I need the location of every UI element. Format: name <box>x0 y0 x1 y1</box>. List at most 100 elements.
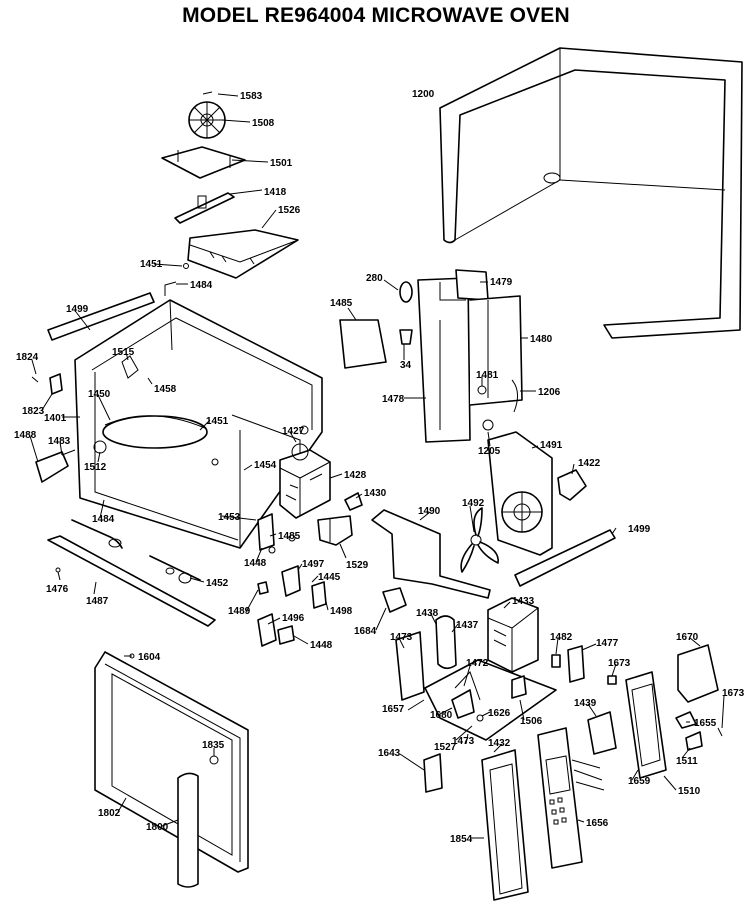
label-34: 34 <box>400 360 412 371</box>
bottom-strips <box>47 519 216 627</box>
label-1835: 1604 <box>138 652 161 663</box>
base-plate <box>371 509 491 599</box>
label-1477: 1477 <box>596 638 619 649</box>
label-1433: 1433 <box>512 596 535 607</box>
label-1448-mid: 1448 <box>244 558 267 569</box>
label-1512: 1512 <box>84 462 107 473</box>
label-1200: 1200 <box>412 89 435 100</box>
label-1481: 1481 <box>476 370 499 381</box>
label-1472: 1473 <box>390 632 413 643</box>
label-1506: 1626 <box>488 708 511 719</box>
fan-bracket <box>487 431 587 556</box>
small-part-1527 <box>423 753 443 793</box>
label-1422: 1422 <box>578 458 601 469</box>
control-frame <box>587 671 723 779</box>
label-1824: 1824 <box>16 352 39 363</box>
label-1484-top: 1484 <box>190 280 213 291</box>
label-1479: 1479 <box>490 277 513 288</box>
label-1673-right: 1655 <box>694 718 717 729</box>
label-1480: 1480 <box>530 334 553 345</box>
fan-blade <box>460 507 499 573</box>
label-1496: 1496 <box>282 613 305 624</box>
stirrer-cover <box>161 146 246 179</box>
outer-cabinet <box>439 47 743 339</box>
label-1498: 1498 <box>330 606 353 617</box>
label-1453: 1453 <box>218 512 241 523</box>
capacitor <box>435 615 457 670</box>
label-1454: 1454 <box>254 460 277 471</box>
door-assembly <box>94 651 249 888</box>
label-1489: 1489 <box>228 606 251 617</box>
label-1401: 1401 <box>44 413 67 424</box>
label-280: 280 <box>366 273 383 284</box>
label-1526: 1526 <box>278 205 301 216</box>
label-1802: 1835 <box>202 740 225 751</box>
diode-bracket <box>382 587 407 613</box>
label-1626: 1680 <box>430 710 453 721</box>
label-1680: 1657 <box>382 704 405 715</box>
label-1476: 1476 <box>46 584 69 595</box>
label-1656: 1510 <box>678 786 701 797</box>
label-1448-bottom: 1448 <box>310 640 333 651</box>
label-1655: 1439 <box>574 698 597 709</box>
label-1473: 1527 <box>434 742 457 753</box>
part-labels: 1200 1583 1508 1501 1418 1526 1451 1484 … <box>14 89 745 845</box>
label-1800: 1802 <box>98 808 121 819</box>
label-1499-right: 1499 <box>628 524 651 535</box>
label-1684: 1684 <box>354 626 377 637</box>
label-1854: 1656 <box>586 818 609 829</box>
label-1497: 1497 <box>302 559 325 570</box>
label-1604: 1854 <box>450 834 473 845</box>
label-1450: 1450 <box>88 389 111 400</box>
door-handle-panel <box>481 749 529 901</box>
label-1501: 1501 <box>270 158 293 169</box>
label-1437: 1437 <box>456 620 479 631</box>
label-1527: 1643 <box>378 748 401 759</box>
label-1490: 1490 <box>418 506 441 517</box>
label-1673-top: 1482 <box>550 632 573 643</box>
stirrer-fan <box>188 91 226 139</box>
label-1823: 1823 <box>22 406 45 417</box>
label-1483: 1483 <box>48 436 71 447</box>
label-1458: 1458 <box>154 384 177 395</box>
label-1488: 1488 <box>14 430 37 441</box>
diagram-title: MODEL RE964004 MICROWAVE OVEN <box>182 4 570 27</box>
fuses <box>551 645 617 685</box>
right-strip <box>514 529 616 587</box>
control-base <box>395 631 557 741</box>
label-1439: 1506 <box>520 716 543 727</box>
label-1801: 1800 <box>146 822 169 833</box>
label-1452: 1452 <box>206 578 229 589</box>
label-1511: 1673 <box>722 688 745 699</box>
label-1499-left: 1499 <box>66 304 89 315</box>
label-1657: 1670 <box>676 632 699 643</box>
label-1670: 1673 <box>608 658 631 669</box>
transformer <box>487 597 539 673</box>
label-1451-cavity: 1451 <box>206 416 229 427</box>
label-1487: 1487 <box>86 596 109 607</box>
label-1583: 1583 <box>240 91 263 102</box>
label-1206: 1206 <box>538 387 561 398</box>
stirrer-bracket <box>174 192 235 224</box>
waveguide-cover <box>183 229 299 279</box>
label-1205: 1205 <box>478 446 501 457</box>
label-1478: 1478 <box>382 394 405 405</box>
leader-lines <box>29 93 725 839</box>
label-1491: 1491 <box>540 440 563 451</box>
label-1510: 1659 <box>628 776 651 787</box>
label-1485-lamp: 1485 <box>330 298 353 309</box>
label-1515: 1515 <box>112 347 135 358</box>
label-1430: 1430 <box>364 488 387 499</box>
label-1418: 1418 <box>264 187 287 198</box>
label-1427: 1427 <box>282 426 305 437</box>
label-1438: 1438 <box>416 608 439 619</box>
oven-cavity <box>74 281 323 549</box>
keypad-panel <box>537 727 605 869</box>
interlock-switches <box>257 492 363 647</box>
label-1432: 1473 <box>452 736 475 747</box>
air-guide <box>417 269 523 443</box>
lamp-assembly <box>339 281 413 369</box>
label-1529: 1529 <box>346 560 369 571</box>
